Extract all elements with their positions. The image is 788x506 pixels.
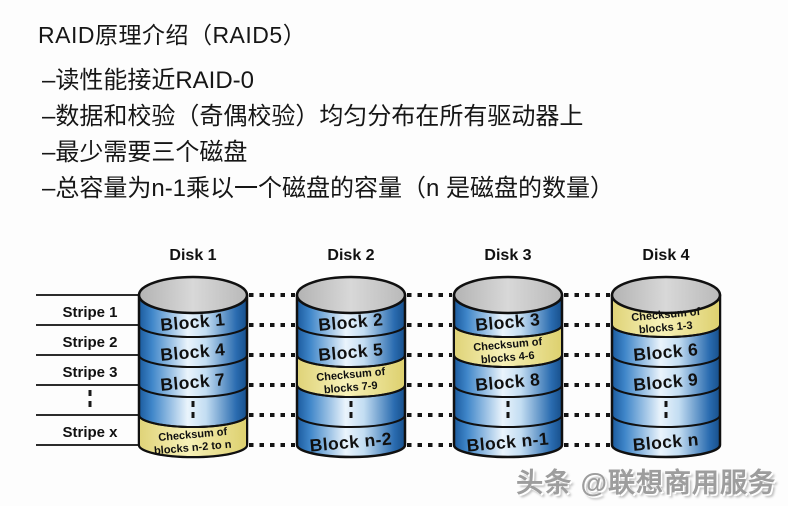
segment-divider-arc bbox=[138, 354, 248, 368]
checksum-label-line2: blocks 1-3 bbox=[638, 320, 693, 337]
raid5-distribution-diagram: Stripe 1 Stripe 2 Stripe 3 Stripe x Disk 1Bl… bbox=[36, 247, 722, 459]
disk-name: Disk 2 bbox=[327, 247, 374, 264]
segment-divider-arc bbox=[611, 414, 721, 428]
segment-divider-arc bbox=[453, 384, 563, 398]
segment-divider-arc bbox=[611, 324, 721, 338]
disk-top bbox=[610, 275, 722, 315]
segment-divider-arc bbox=[611, 354, 721, 368]
stripe-label: Stripe 1 bbox=[62, 304, 117, 321]
bullet-read-performance: –读性能接近RAID-0 bbox=[42, 67, 255, 94]
segment-divider-arc bbox=[453, 324, 563, 338]
segment-divider-arc bbox=[611, 384, 721, 398]
disk-top bbox=[295, 275, 407, 315]
bullet-minimum-disks: –最少需要三个磁盘 bbox=[42, 139, 248, 166]
segment-divider-arc bbox=[296, 384, 406, 398]
stripe-label: Stripe 3 bbox=[62, 364, 117, 381]
disk-top bbox=[137, 275, 249, 315]
segment-divider-arc bbox=[296, 324, 406, 338]
disk-name: Disk 3 bbox=[484, 247, 531, 264]
disk-name: Disk 1 bbox=[169, 247, 216, 264]
segment-divider-arc bbox=[138, 384, 248, 398]
watermark: 头条 @联想商用服务 bbox=[516, 468, 776, 498]
stripe-label: Stripe 2 bbox=[62, 334, 117, 351]
bullet-parity-distribution: –数据和校验（奇偶校验）均匀分布在所有驱动器上 bbox=[42, 103, 584, 130]
stripe-label: Stripe x bbox=[62, 424, 118, 441]
checksum-label-line2: blocks 4-6 bbox=[480, 350, 535, 367]
disk-top bbox=[452, 275, 564, 315]
segment-divider-arc bbox=[296, 414, 406, 428]
segment-divider-arc bbox=[296, 354, 406, 368]
segment-divider-arc bbox=[453, 414, 563, 428]
segment-divider-arc bbox=[138, 324, 248, 338]
checksum-label-line2: blocks 7-9 bbox=[323, 380, 378, 397]
segment-divider-arc bbox=[453, 354, 563, 368]
bullet-total-capacity: –总容量为n-1乘以一个磁盘的容量（n 是磁盘的数量） bbox=[42, 175, 615, 202]
slide-title: RAID原理介绍（RAID5） bbox=[38, 22, 307, 48]
bullet-list: –读性能接近RAID-0 –数据和校验（奇偶校验）均匀分布在所有驱动器上 –最少… bbox=[42, 63, 614, 207]
segment-divider-arc bbox=[138, 414, 248, 428]
disk-name: Disk 4 bbox=[642, 247, 689, 264]
